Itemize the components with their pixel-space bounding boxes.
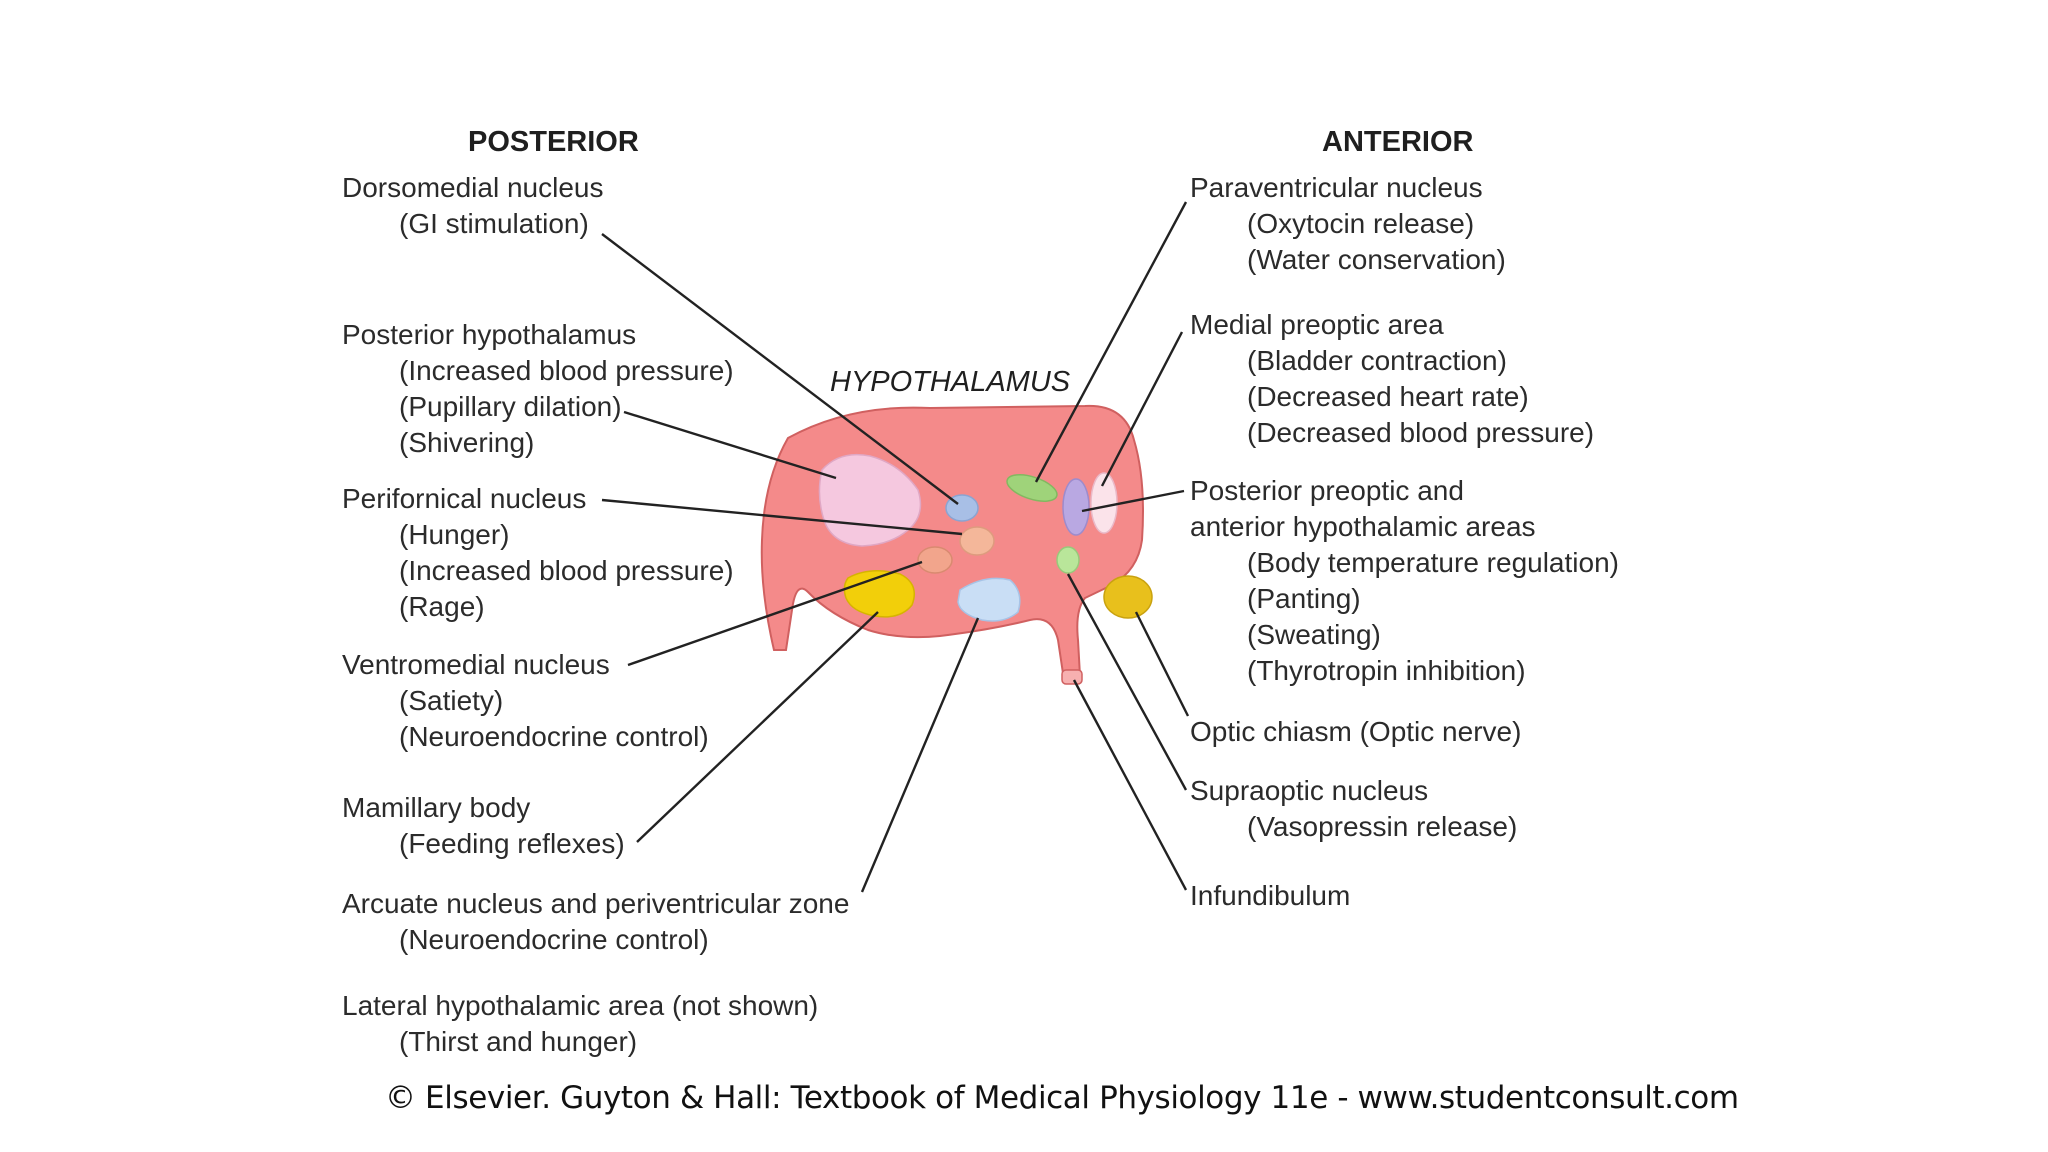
label-title: Posterior hypothalamus — [342, 319, 637, 350]
label-medial-preoptic-area: Medial preoptic area (Bladder contractio… — [1190, 307, 1594, 451]
hypothalamus-body — [760, 404, 1144, 682]
label-posterior-preoptic-areas: Posterior preoptic and anterior hypothal… — [1190, 473, 1619, 689]
label-perifornical-nucleus: Perifornical nucleus (Hunger) (Increased… — [342, 481, 734, 625]
line-infundibulum — [1072, 679, 1188, 891]
line-perifornical — [601, 498, 963, 536]
line-preoptic — [1081, 489, 1185, 513]
label-title: Lateral hypothalamic area (not shown) — [342, 990, 819, 1021]
optic-chiasm-region — [1103, 575, 1153, 619]
label-dorsomedial-nucleus: Dorsomedial nucleus (GI stimulation) — [342, 170, 603, 242]
copyright-credit: © Elsevier. Guyton & Hall: Textbook of M… — [385, 1080, 1739, 1116]
label-sub: (Increased blood pressure) — [399, 555, 734, 586]
label-optic-chiasm: Optic chiasm (Optic nerve) — [1190, 714, 1521, 750]
label-supraoptic-nucleus: Supraoptic nucleus (Vasopressin release) — [1190, 773, 1517, 845]
label-sub: (Panting) — [1247, 583, 1361, 614]
preoptic-region — [1062, 478, 1090, 536]
label-sub: (Oxytocin release) — [1247, 208, 1475, 239]
label-sub: (Thirst and hunger) — [399, 1026, 638, 1057]
label-title: Medial preoptic area — [1190, 309, 1444, 340]
label-title: Posterior preoptic and — [1190, 475, 1464, 506]
label-title: Arcuate nucleus and periventricular zone — [342, 888, 850, 919]
label-title: Perifornical nucleus — [342, 483, 587, 514]
label-lateral-hypothalamic-area: Lateral hypothalamic area (not shown) (T… — [342, 988, 818, 1060]
label-sub: (Hunger) — [399, 519, 510, 550]
label-sub: (Neuroendocrine control) — [399, 721, 709, 752]
label-sub: (Rage) — [399, 591, 485, 622]
label-title: Dorsomedial nucleus — [342, 172, 604, 203]
ventromedial-region — [917, 546, 953, 574]
leader-lines — [601, 201, 1190, 893]
line-arcuate — [860, 617, 980, 893]
line-posterior-hypothalamus — [623, 410, 837, 480]
label-title: Ventromedial nucleus — [342, 649, 610, 680]
posterior-heading: POSTERIOR — [468, 126, 639, 158]
label-sub: (Increased blood pressure) — [399, 355, 734, 386]
line-optic-chiasm — [1134, 611, 1190, 717]
label-sub: (Decreased blood pressure) — [1247, 417, 1595, 448]
label-title: Paraventricular nucleus — [1190, 172, 1483, 203]
anterior-heading: ANTERIOR — [1322, 126, 1474, 158]
line-supraoptic — [1066, 573, 1188, 791]
label-sub: (Neuroendocrine control) — [399, 924, 709, 955]
label-ventromedial-nucleus: Ventromedial nucleus (Satiety) (Neuroend… — [342, 647, 709, 755]
line-paraventricular — [1034, 201, 1188, 483]
label-sub: (Feeding reflexes) — [399, 828, 625, 859]
label-sub: (GI stimulation) — [399, 208, 589, 239]
label-title: Optic chiasm (Optic nerve) — [1190, 716, 1522, 747]
label-infundibulum: Infundibulum — [1190, 878, 1350, 914]
label-sub: (Thyrotropin inhibition) — [1247, 655, 1526, 686]
label-paraventricular-nucleus: Paraventricular nucleus (Oxytocin releas… — [1190, 170, 1506, 278]
perifornical-region — [959, 526, 995, 556]
supraoptic-region — [1056, 546, 1080, 574]
line-dorsomedial — [601, 233, 959, 505]
line-ventromedial — [627, 560, 923, 667]
line-medial-preoptic — [1100, 331, 1184, 487]
label-sub: (Decreased heart rate) — [1247, 381, 1529, 412]
label-sub: (Pupillary dilation) — [399, 391, 622, 422]
line-mamillary — [636, 611, 879, 843]
label-sub: (Satiety) — [399, 685, 504, 716]
infundibulum-tip — [1061, 669, 1083, 685]
label-posterior-hypothalamus: Posterior hypothalamus (Increased blood … — [342, 317, 734, 461]
label-sub: (Body temperature regulation) — [1247, 547, 1619, 578]
hypothalamus-title: HYPOTHALAMUS — [830, 366, 1071, 398]
label-sub: (Shivering) — [399, 427, 535, 458]
label-mamillary-body: Mamillary body (Feeding reflexes) — [342, 790, 625, 862]
label-sub: (Water conservation) — [1247, 244, 1506, 275]
label-title: Mamillary body — [342, 792, 531, 823]
label-title: Supraoptic nucleus — [1190, 775, 1429, 806]
paraventricular-region — [1006, 474, 1058, 502]
label-sub: (Vasopressin release) — [1247, 811, 1518, 842]
label-title: Infundibulum — [1190, 880, 1351, 911]
label-arcuate-nucleus: Arcuate nucleus and periventricular zone… — [342, 886, 849, 958]
label-sub: (Sweating) — [1247, 619, 1381, 650]
label-sub: (Bladder contraction) — [1247, 345, 1507, 376]
arcuate-region — [957, 577, 1021, 622]
label-title-line2: anterior hypothalamic areas — [1190, 511, 1536, 542]
